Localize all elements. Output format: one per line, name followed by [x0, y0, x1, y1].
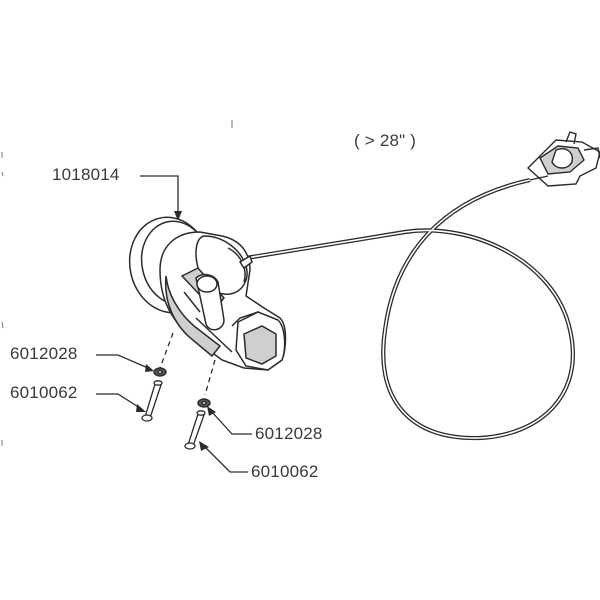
screw-right	[184, 410, 206, 450]
cable-length-label: ( > 28" )	[354, 131, 417, 150]
washer-right	[197, 398, 211, 408]
cable	[245, 177, 575, 441]
leader-washer-left	[96, 354, 149, 369]
leader-screw-left	[96, 393, 141, 409]
screw-right-part-number: 6010062	[251, 462, 319, 481]
edge-marks	[1, 120, 233, 446]
leader-screw-right	[203, 445, 248, 473]
housing-part-number: 1018014	[52, 165, 120, 184]
leader-washer-right	[211, 411, 252, 435]
handle-housing	[128, 216, 287, 371]
screw-left-part-number: 6010062	[10, 383, 78, 402]
washer-right-part-number: 6012028	[255, 424, 323, 443]
washer-left	[153, 367, 167, 377]
screw-axes	[159, 332, 216, 396]
washer-left-part-number: 6012028	[10, 344, 78, 363]
leader-housing	[140, 175, 179, 214]
screw-left	[141, 380, 163, 422]
cable-end-clip	[526, 131, 600, 187]
leader-lines	[96, 175, 252, 473]
